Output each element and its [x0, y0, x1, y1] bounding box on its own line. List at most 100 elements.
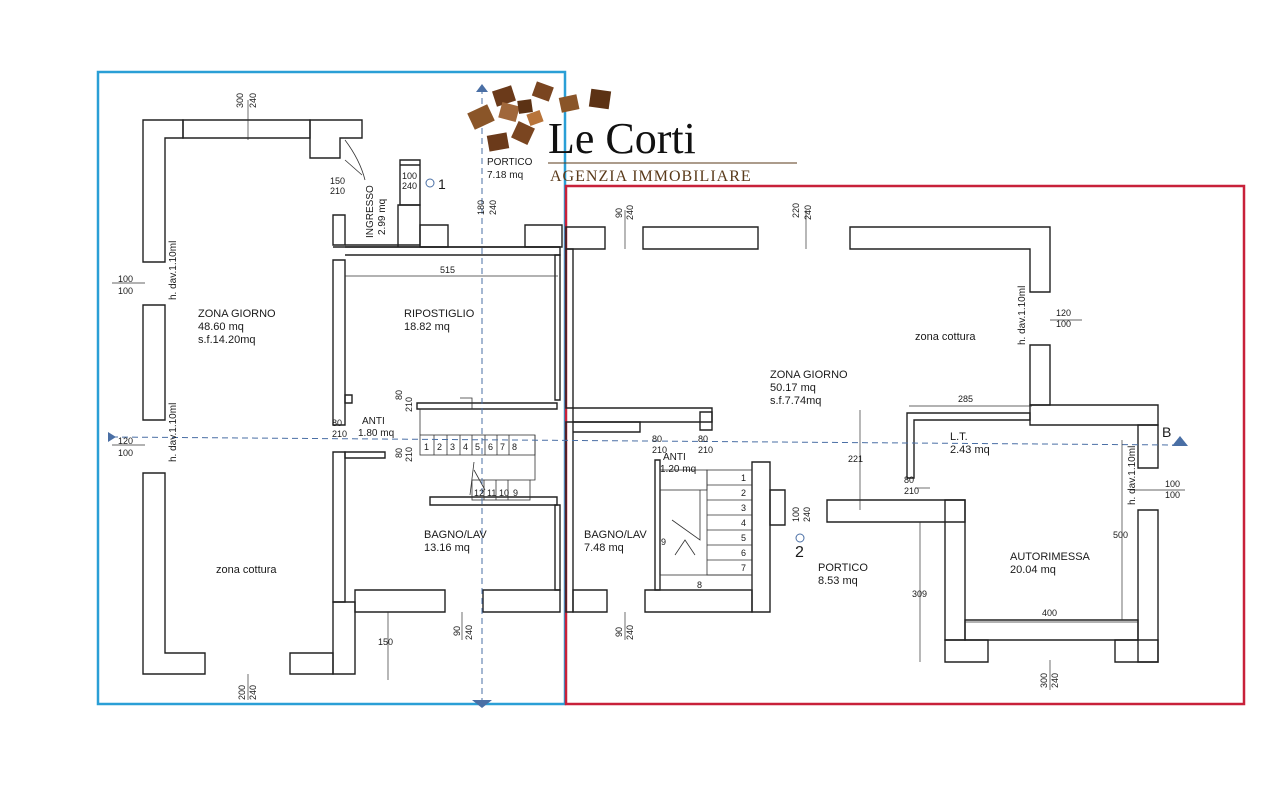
dim-label: 80 — [698, 434, 708, 444]
section-marker-icons — [108, 84, 1188, 708]
stair-step-number: 4 — [741, 518, 746, 528]
stair-step-number: 12 — [474, 488, 484, 498]
stair-step-number: 1 — [741, 473, 746, 483]
dim-label: 80 — [904, 475, 914, 485]
dim-label: 220 — [791, 203, 801, 218]
dim-label: 240 — [488, 200, 498, 215]
left-zona-giorno-sf: s.f.14.20mq — [198, 334, 255, 346]
dim-label: 100 — [1165, 479, 1180, 489]
dim-label: 240 — [248, 685, 258, 700]
right-bagno-area: 7.48 mq — [584, 542, 624, 554]
dim-label: 120 — [1056, 308, 1071, 318]
stair-step-number: 6 — [488, 442, 493, 452]
section-marker-1: 1 — [438, 176, 446, 192]
dim-label: 100 — [1165, 490, 1180, 500]
dim-label: 240 — [1050, 673, 1060, 688]
dimension-lines — [112, 100, 1185, 700]
left-zona-giorno-area: 48.60 mq — [198, 321, 244, 333]
dim-label: 309 — [912, 589, 927, 599]
stair-step-number: 7 — [741, 563, 746, 573]
right-zona-giorno-label: ZONA GIORNO — [770, 369, 848, 381]
right-zona-giorno-area: 50.17 mq — [770, 382, 816, 394]
stair-step-number: 10 — [499, 488, 509, 498]
logo-title: Le Corti — [548, 114, 696, 163]
stair-step-number: 8 — [697, 580, 702, 590]
dim-label: 210 — [404, 397, 414, 412]
dim-label: 240 — [402, 181, 417, 191]
stair-step-number: 3 — [741, 503, 746, 513]
right-anti-area: 1.20 mq — [660, 464, 696, 475]
dim-label: 240 — [625, 205, 635, 220]
stair-step-number: 2 — [437, 442, 442, 452]
stair-step-number: 9 — [513, 488, 518, 498]
dim-label: 150 — [330, 176, 345, 186]
stair-step-number: 11 — [487, 488, 496, 498]
dim-label: 90 — [614, 627, 624, 637]
dim-label: 515 — [440, 265, 455, 275]
dim-label: 80 — [332, 418, 342, 428]
dim-label: 180 — [476, 200, 486, 215]
left-portico-label: PORTICO — [487, 157, 533, 168]
dim-label: 300 — [235, 93, 245, 108]
right-anti-label: ANTI — [663, 452, 686, 463]
right-portico-area: 8.53 mq — [818, 575, 858, 587]
left-ingresso-area: 2.99 mq — [377, 199, 388, 235]
stair-step-number: 2 — [741, 488, 746, 498]
dim-label: 100 — [118, 286, 133, 296]
right-hdav-top: h. dav.1.10ml — [1017, 286, 1028, 345]
section-marker-b: B — [1162, 424, 1171, 440]
dim-label: 90 — [452, 626, 462, 636]
stair-step-number: 4 — [463, 442, 468, 452]
dim-label: 80 — [394, 390, 404, 400]
dim-label: 210 — [404, 447, 414, 462]
right-walls — [565, 226, 1159, 663]
left-stair-numbers: 1 2 3 4 5 6 7 8 12 11 10 9 — [424, 442, 518, 498]
left-bagno-area: 13.16 mq — [424, 542, 470, 554]
left-hdav-bottom: h. dav.1.10ml — [168, 403, 179, 462]
dim-label: 400 — [1042, 608, 1057, 618]
dim-label: 300 — [1039, 673, 1049, 688]
left-ripostiglio-area: 18.82 mq — [404, 321, 450, 333]
logo-subtitle: AGENZIA IMMOBILIARE — [550, 168, 752, 185]
left-stairs — [419, 397, 540, 501]
stair-step-number: 5 — [741, 533, 746, 543]
stair-step-number: 1 — [424, 442, 429, 452]
dim-label: 120 — [118, 436, 133, 446]
dim-label: 100 — [118, 448, 133, 458]
right-bagno-label: BAGNO/LAV — [584, 529, 647, 541]
dim-label: 80 — [394, 448, 404, 458]
dim-label: 100 — [1056, 319, 1071, 329]
right-stairs — [659, 469, 753, 591]
section-lines — [111, 88, 1176, 704]
stair-step-number: 5 — [475, 442, 480, 452]
right-autorimessa-label: AUTORIMESSA — [1010, 551, 1091, 563]
dim-label: 500 — [1113, 530, 1128, 540]
left-ripostiglio-label: RIPOSTIGLIO — [404, 308, 475, 320]
dim-label: 100 — [791, 507, 801, 522]
stair-step-number: 9 — [661, 537, 666, 547]
dim-label: 200 — [237, 685, 247, 700]
dim-label: 221 — [848, 454, 863, 464]
stair-step-number: 6 — [741, 548, 746, 558]
dim-label: 90 — [614, 208, 624, 218]
dim-label: 240 — [625, 625, 635, 640]
left-ingresso-label: INGRESSO — [365, 185, 376, 238]
dim-label: 80 — [652, 434, 662, 444]
dim-label: 210 — [698, 445, 713, 455]
logo-icon — [467, 81, 612, 152]
left-anti-label: ANTI — [362, 416, 385, 427]
right-lt-label: L.T. — [950, 431, 968, 443]
dim-label: 100 — [118, 274, 133, 284]
left-door-swings — [344, 139, 366, 181]
dim-label: 285 — [958, 394, 973, 404]
dim-label: 210 — [904, 486, 919, 496]
dim-label: 210 — [652, 445, 667, 455]
left-zona-giorno-label: ZONA GIORNO — [198, 308, 276, 320]
left-walls — [142, 119, 563, 675]
right-autorimessa-area: 20.04 mq — [1010, 564, 1056, 576]
right-zona-cottura-label: zona cottura — [915, 331, 976, 343]
dim-label: 210 — [330, 186, 345, 196]
stair-step-number: 8 — [512, 442, 517, 452]
dim-label: 240 — [803, 205, 813, 220]
